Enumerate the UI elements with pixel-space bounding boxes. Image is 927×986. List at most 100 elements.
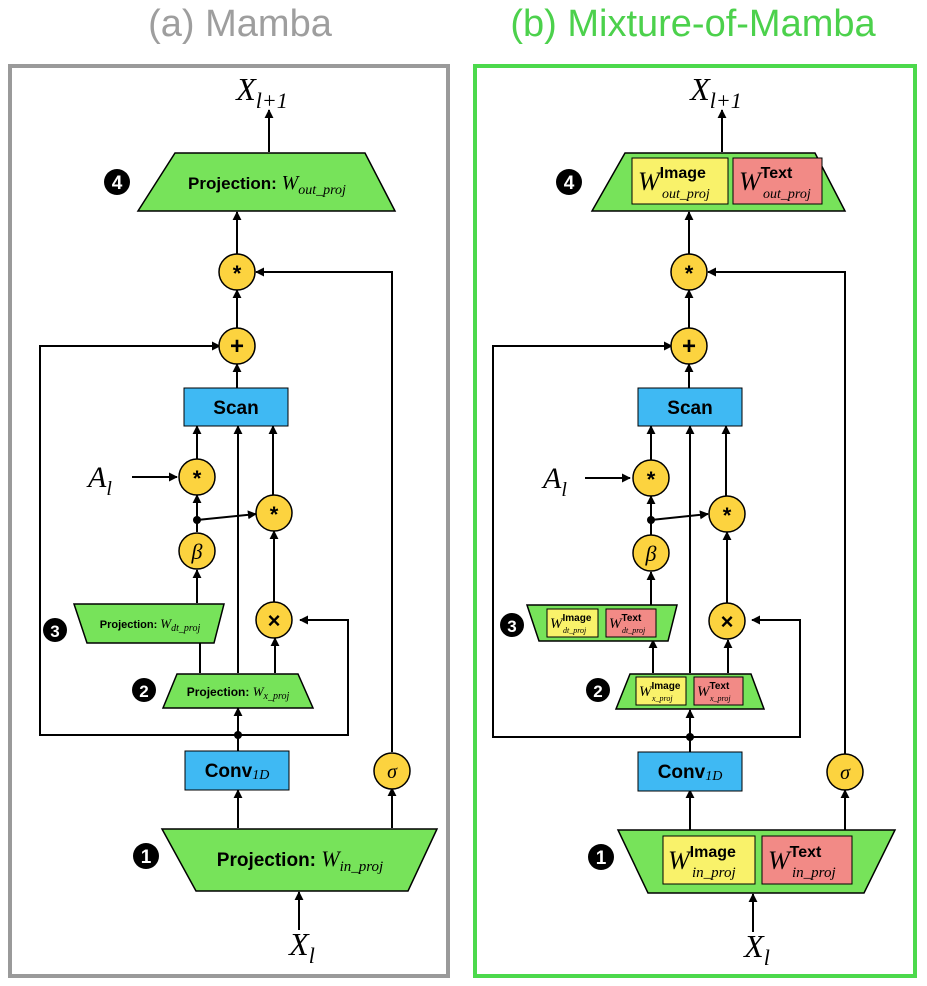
multiply-b-operator: * <box>255 494 293 532</box>
svg-text:WImage: WImage <box>639 681 681 700</box>
text-expert <box>732 157 823 205</box>
svg-text:WText: WText <box>609 613 642 632</box>
svg-text:WText: WText <box>768 844 822 875</box>
svg-text:*: * <box>270 502 279 527</box>
svg-text:WImage: WImage <box>638 165 706 196</box>
a-label: Al <box>541 462 567 501</box>
multiply-a-operator: * <box>632 459 670 497</box>
text-expert <box>761 835 853 885</box>
svg-text:WText: WText <box>739 165 793 196</box>
svg-text:4: 4 <box>112 173 123 194</box>
output-label: Xl+1 <box>688 71 742 113</box>
input-projection: Projection: Win_proj <box>160 828 439 892</box>
svg-text:in_proj: in_proj <box>792 865 836 881</box>
times-operator: × <box>255 601 293 639</box>
input-label: Xl <box>742 928 770 970</box>
text-expert <box>693 676 744 706</box>
dt-projection: WImage dt_proj WText dt_proj <box>525 604 678 642</box>
svg-text:β: β <box>191 539 203 564</box>
multiply-a-operator: * <box>178 458 216 496</box>
panel-mixture-of-mamba: (b) Mixture-of-Mamba <box>473 3 917 978</box>
svg-text:WImage: WImage <box>550 613 592 632</box>
svg-text:Conv1D: Conv1D <box>205 761 270 783</box>
step-2-badge: 2 <box>586 678 610 702</box>
multiply-b-operator: * <box>708 495 746 533</box>
svg-text:*: * <box>193 466 202 491</box>
svg-text:Scan: Scan <box>667 398 712 419</box>
scan-block: Scan <box>183 387 289 427</box>
dt-projection: Projection: Wdt_proj <box>72 603 225 644</box>
sigma-operator: σ <box>373 752 411 790</box>
beta-operator: β <box>178 532 216 570</box>
svg-text:×: × <box>721 609 734 634</box>
step-4-badge: 4 <box>556 169 582 195</box>
svg-text:x_proj: x_proj <box>651 694 673 703</box>
svg-text:*: * <box>233 261 242 286</box>
svg-text:dt_proj: dt_proj <box>622 626 646 635</box>
svg-text:4: 4 <box>564 173 575 194</box>
svg-text:in_proj: in_proj <box>692 865 736 881</box>
times-operator: × <box>708 602 746 640</box>
add-operator: + <box>670 327 708 365</box>
beta-operator: β <box>632 534 670 572</box>
step-3-badge: 3 <box>43 618 67 642</box>
conv1d-block: Conv1D <box>184 750 290 791</box>
gate-multiply-operator: * <box>218 253 256 291</box>
step-3-badge: 3 <box>500 613 524 637</box>
gate-multiply-operator: * <box>670 253 708 291</box>
svg-text:Projection: Win_proj: Projection: Win_proj <box>217 846 383 875</box>
svg-text:1: 1 <box>596 848 607 869</box>
connectors <box>492 109 850 932</box>
svg-text:Conv1D: Conv1D <box>658 762 723 784</box>
output-label: Xl+1 <box>234 71 288 113</box>
svg-text:*: * <box>647 467 656 492</box>
step-2-badge: 2 <box>132 678 156 702</box>
step-4-badge: 4 <box>104 169 130 195</box>
step-1-badge: 1 <box>133 843 159 869</box>
svg-text:out_proj: out_proj <box>763 187 811 202</box>
x-projection: WImage x_proj WText x_proj <box>614 673 766 710</box>
junction-dot <box>234 731 242 739</box>
image-expert <box>546 608 599 638</box>
svg-text:WImage: WImage <box>668 844 736 875</box>
add-operator: + <box>218 327 256 365</box>
svg-text:*: * <box>723 503 732 528</box>
junction-dot <box>647 516 655 524</box>
svg-text:3: 3 <box>507 617 516 636</box>
connectors <box>39 109 397 930</box>
svg-text:2: 2 <box>593 682 602 701</box>
svg-text:x_proj: x_proj <box>709 694 731 703</box>
image-expert <box>662 835 756 885</box>
svg-text:+: + <box>230 333 244 360</box>
svg-text:β: β <box>645 541 657 566</box>
conv1d-block: Conv1D <box>637 751 743 792</box>
junction-dot <box>193 516 201 524</box>
sigma-operator: σ <box>826 753 864 791</box>
svg-text:Projection: Wdt_proj: Projection: Wdt_proj <box>100 616 201 634</box>
step-1-badge: 1 <box>588 844 614 870</box>
svg-text:Scan: Scan <box>213 398 258 419</box>
svg-text:σ: σ <box>387 761 398 783</box>
a-label: Al <box>86 461 112 500</box>
svg-text:1: 1 <box>141 847 152 868</box>
input-label: Xl <box>287 926 315 968</box>
svg-text:Projection: Wx_proj: Projection: Wx_proj <box>187 684 290 702</box>
svg-text:Projection: Wout_proj: Projection: Wout_proj <box>188 172 346 198</box>
output-projection: WImage out_proj WText out_proj <box>590 152 847 212</box>
svg-text:WText: WText <box>697 681 730 700</box>
image-expert <box>631 157 729 205</box>
image-expert <box>635 676 687 706</box>
panel-mamba: (a) Mamba <box>8 3 450 978</box>
svg-text:*: * <box>685 261 694 286</box>
x-projection: Projection: Wx_proj <box>161 673 315 709</box>
panel-title: (a) Mamba <box>148 3 333 45</box>
panel-border <box>473 64 917 978</box>
svg-text:×: × <box>268 608 281 633</box>
svg-text:out_proj: out_proj <box>662 187 710 202</box>
svg-text:3: 3 <box>50 622 59 641</box>
scan-block: Scan <box>637 387 743 427</box>
input-projection: WImage in_proj WText in_proj <box>616 829 897 894</box>
panel-title: (b) Mixture-of-Mamba <box>510 3 876 45</box>
svg-text:+: + <box>682 333 696 360</box>
svg-text:σ: σ <box>840 762 851 784</box>
